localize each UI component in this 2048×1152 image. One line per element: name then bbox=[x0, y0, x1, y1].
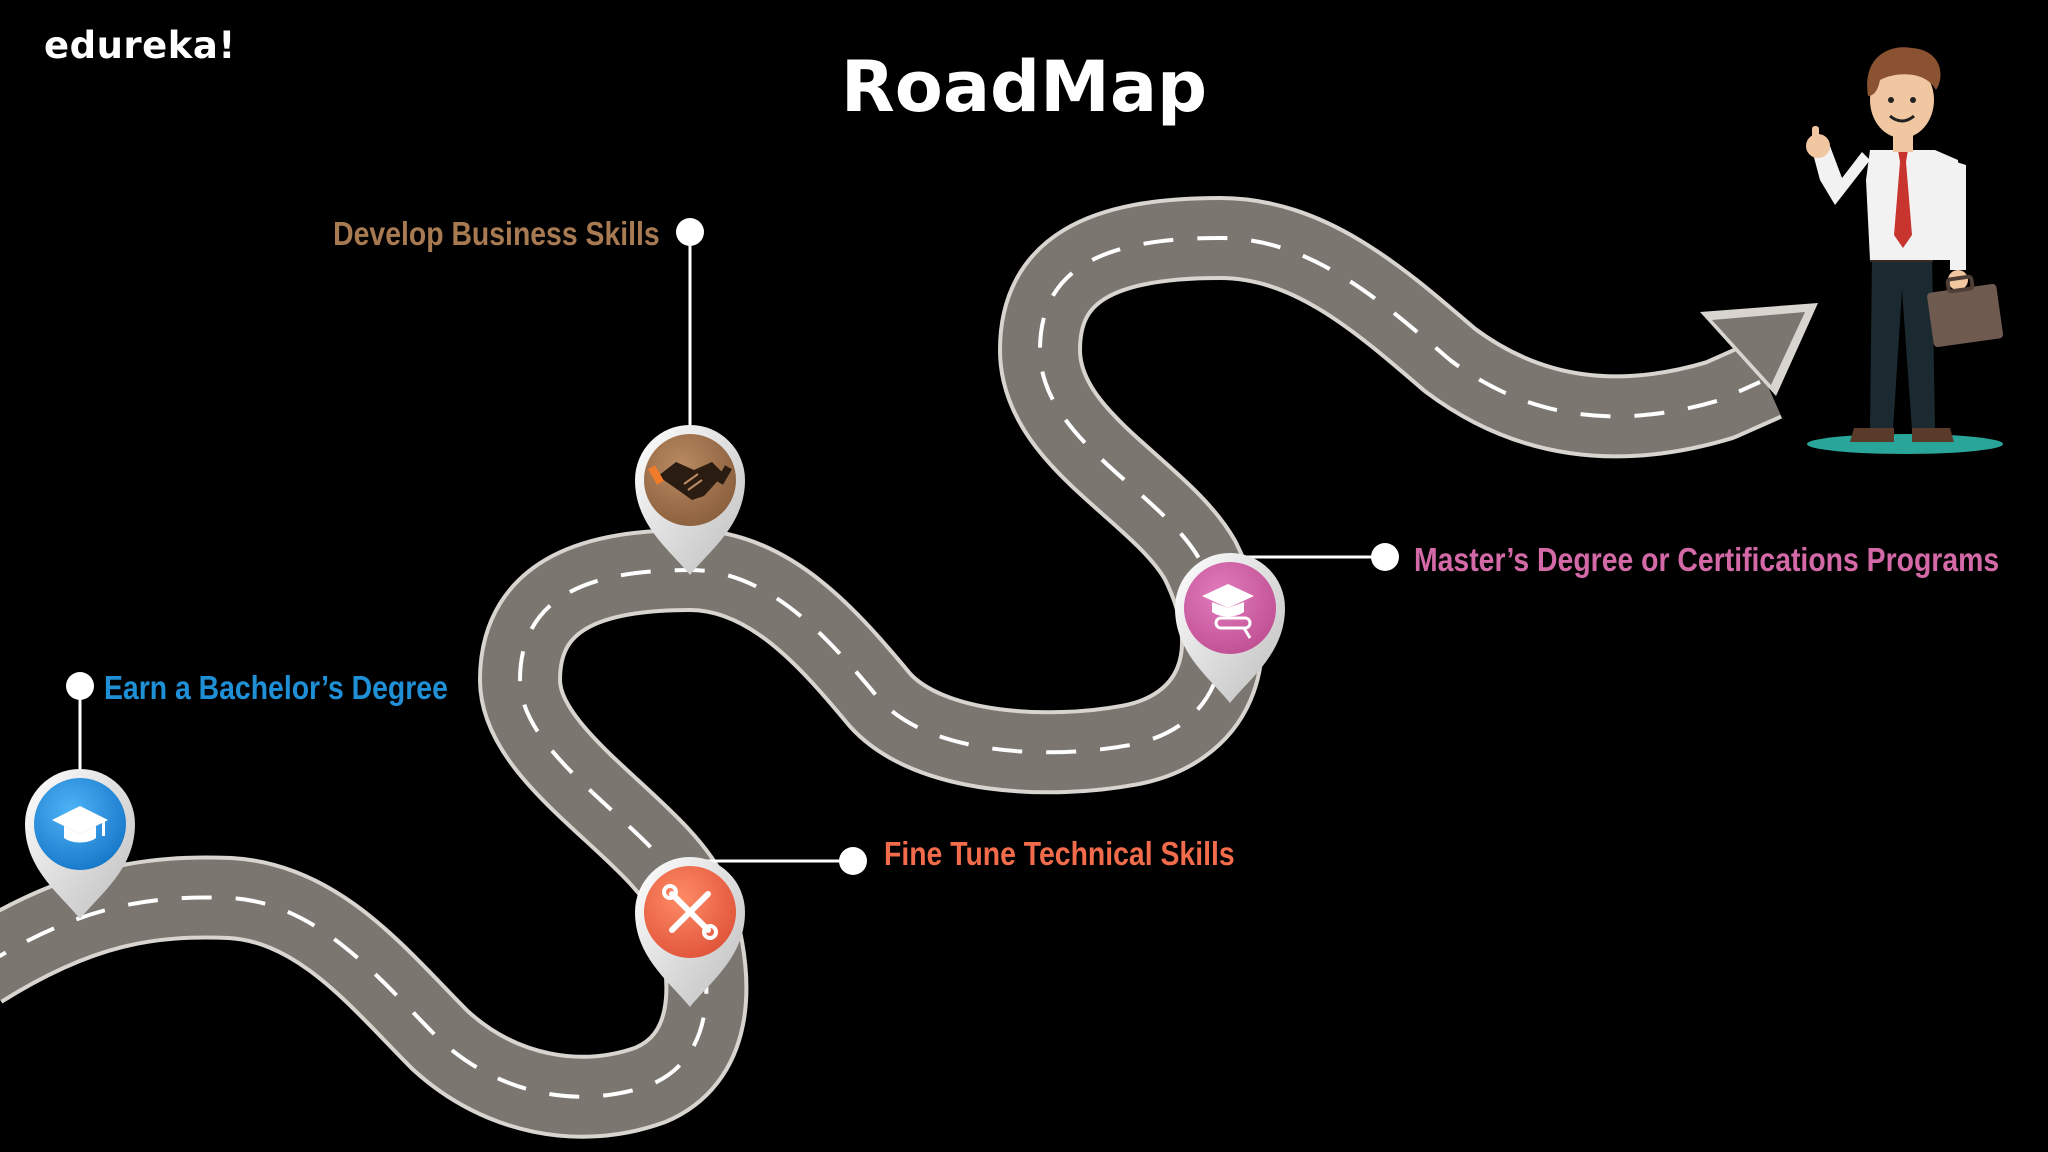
diploma-cap-icon bbox=[1202, 584, 1254, 639]
step-marker-business bbox=[635, 424, 745, 575]
connector-dot bbox=[676, 218, 704, 246]
businessman-illustration bbox=[1806, 47, 2004, 454]
brand-logo: edureka! bbox=[44, 24, 236, 67]
step-label-masters: Master’s Degree or Certifications Progra… bbox=[1414, 541, 2000, 578]
step-marker-masters bbox=[1175, 552, 1285, 703]
road bbox=[0, 196, 1818, 1139]
step-label-business: Develop Business Skills bbox=[333, 215, 660, 252]
connectors bbox=[66, 218, 1399, 875]
wrench-screwdriver-icon bbox=[662, 884, 718, 940]
connector-dot bbox=[1371, 543, 1399, 571]
step-marker-technical bbox=[635, 856, 745, 1007]
step-marker-bachelors bbox=[24, 768, 135, 919]
road-arrowhead-inner bbox=[1712, 312, 1805, 385]
handshake-icon bbox=[648, 462, 732, 500]
connector-dot bbox=[66, 672, 94, 700]
graduation-cap-icon bbox=[52, 806, 108, 843]
slide-title: RoadMap bbox=[840, 46, 1208, 128]
road-dashes bbox=[0, 235, 1761, 1099]
step-label-bachelors: Earn a Bachelor’s Degree bbox=[104, 669, 448, 706]
figure-shadow bbox=[1807, 434, 2003, 454]
connector-dot bbox=[839, 847, 867, 875]
step-label-technical: Fine Tune Technical Skills bbox=[884, 835, 1235, 872]
